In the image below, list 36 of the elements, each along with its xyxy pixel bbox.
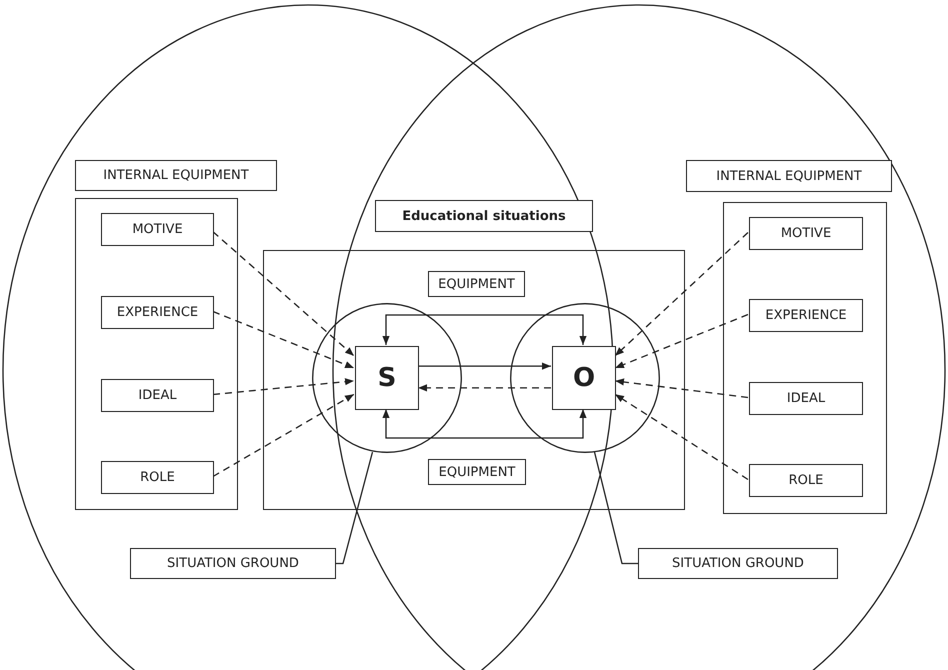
label-box: IDEAL [101,379,214,412]
dashed-arrow [614,232,748,356]
dashed-arrow [614,314,748,369]
label-box: IDEAL [749,382,863,415]
group-frame [723,202,887,514]
label-box: MOTIVE [749,217,863,250]
arrow [382,314,587,345]
label-box: SITUATION GROUND [638,548,838,579]
circle-outline [510,303,660,453]
leader-line [336,452,374,564]
label-box: INTERNAL EQUIPMENT [686,160,892,192]
label-box: EXPERIENCE [749,299,863,332]
label-box: ROLE [749,464,863,497]
label-box: EQUIPMENT [428,459,526,485]
title-box: Educational situations [375,200,593,232]
dashed-arrow [418,384,551,392]
label-box: MOTIVE [101,213,214,246]
dashed-arrow [614,394,748,480]
dashed-arrow [212,310,354,369]
label-box: INTERNAL EQUIPMENT [75,160,277,191]
letter-box: O [552,346,616,410]
group-frame [75,198,238,510]
circle-outline [312,303,462,453]
label-box: EXPERIENCE [101,296,214,329]
dashed-arrow [212,378,354,396]
leader-line [594,452,638,564]
dashed-arrow [614,378,748,398]
label-box: SITUATION GROUND [130,548,336,579]
label-box: EQUIPMENT [428,271,525,297]
dashed-arrow [212,231,354,356]
arrow [418,362,551,370]
letter-box: S [355,346,419,410]
arrow [382,409,587,439]
group-frame [263,250,685,510]
dashed-arrow [212,394,354,478]
label-box: ROLE [101,461,214,494]
